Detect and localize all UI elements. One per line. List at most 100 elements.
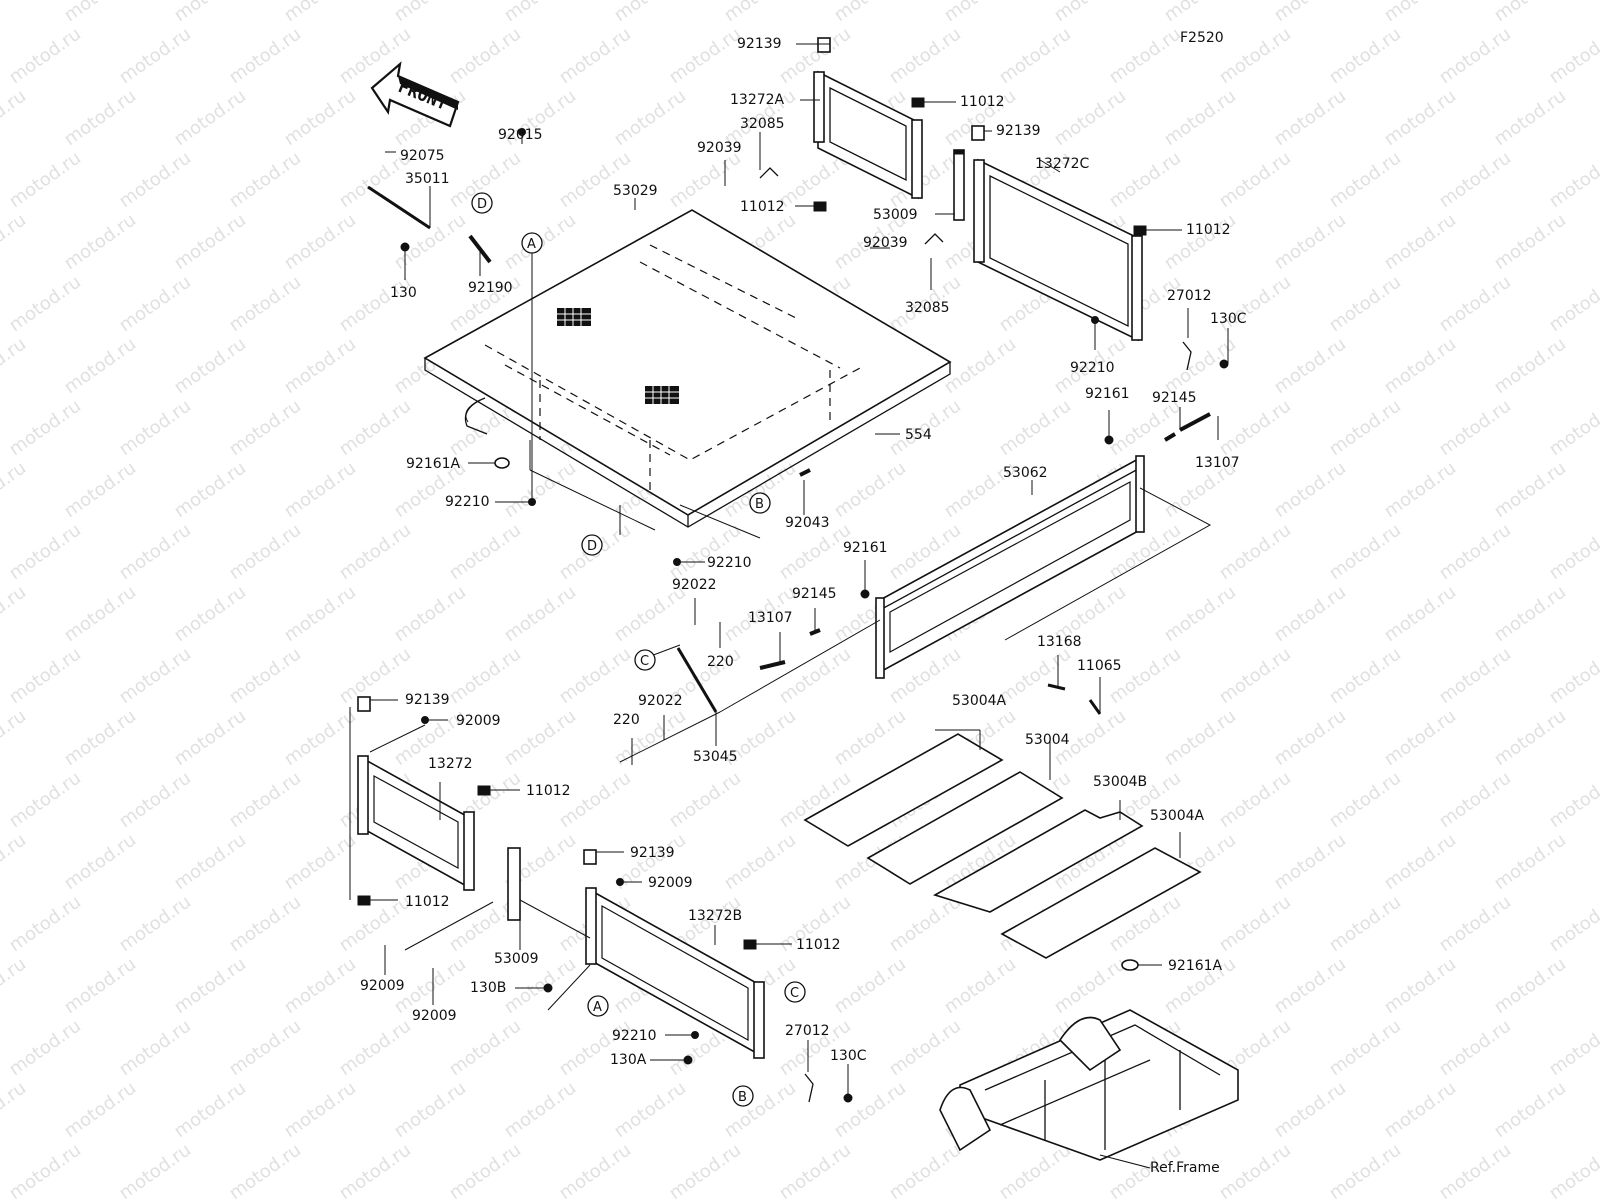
watermark-text: motod.ru: [60, 706, 140, 771]
watermark-text: motod.ru: [940, 334, 1020, 399]
watermark-text: motod.ru: [60, 582, 140, 647]
part-label: 11012: [405, 894, 450, 910]
watermark-text: motod.ru: [115, 24, 195, 89]
watermark-text: motod.ru: [1380, 86, 1460, 151]
watermark-text: motod.ru: [1325, 24, 1405, 89]
side-frame-13272: [357, 755, 475, 891]
watermark-text: motod.ru: [1050, 954, 1130, 1019]
part-label: 130C: [830, 1048, 867, 1064]
watermark-text: motod.ru: [280, 86, 360, 151]
watermark-text: motod.ru: [5, 892, 85, 957]
part-label: 92009: [412, 1008, 457, 1024]
part-label: 11012: [526, 783, 571, 799]
watermark-text: motod.ru: [665, 24, 745, 89]
watermark-text: motod.ru: [0, 210, 30, 275]
watermark-text: motod.ru: [225, 520, 305, 585]
part-label: 53045: [693, 749, 738, 765]
figure-code: F2520: [1180, 30, 1224, 46]
part-label: 32085: [905, 300, 950, 316]
watermark-text: motod.ru: [280, 1078, 360, 1143]
watermark-text: motod.ru: [1270, 0, 1350, 26]
watermark-text: motod.ru: [1325, 1016, 1405, 1081]
watermark-text: motod.ru: [1270, 210, 1350, 275]
watermark-text: motod.ru: [1050, 0, 1130, 26]
watermark-text: motod.ru: [170, 1078, 250, 1143]
watermark-text: motod.ru: [335, 272, 415, 337]
part-label: 130: [390, 285, 417, 301]
part-label: 92139: [737, 36, 782, 52]
watermark-text: motod.ru: [1215, 520, 1295, 585]
ref-frame: [939, 1009, 1239, 1169]
part-label: 53009: [494, 951, 539, 967]
part-label: 53004A: [952, 693, 1007, 709]
watermark-text: motod.ru: [170, 954, 250, 1019]
watermark-text: motod.ru: [1270, 1078, 1350, 1143]
part-label: 130C: [1210, 311, 1247, 327]
part-labels: 92139 13272A 11012 32085 92039 11012 921…: [360, 36, 1247, 1176]
watermark-text: motod.ru: [995, 396, 1075, 461]
watermark-text: motod.ru: [115, 1140, 195, 1200]
watermark-text: motod.ru: [1380, 0, 1460, 26]
watermark-text: motod.ru: [1490, 334, 1570, 399]
watermark-text: motod.ru: [170, 210, 250, 275]
watermark-text: motod.ru: [1435, 396, 1515, 461]
part-label: 130B: [470, 980, 506, 996]
watermark-text: motod.ru: [1105, 24, 1185, 89]
watermark-text: motod.ru: [885, 24, 965, 89]
watermark-text: motod.ru: [0, 86, 30, 151]
watermark-text: motod.ru: [60, 830, 140, 895]
watermark-text: motod.ru: [830, 706, 910, 771]
bracket-53009: [507, 149, 965, 921]
watermark-text: motod.ru: [170, 582, 250, 647]
watermark-text: motod.ru: [1545, 768, 1600, 833]
part-label: 35011: [405, 171, 450, 187]
watermark-text: motod.ru: [1325, 768, 1405, 833]
watermark-text: motod.ru: [445, 644, 525, 709]
watermark-text: motod.ru: [60, 954, 140, 1019]
watermark-text: motod.ru: [665, 520, 745, 585]
watermark-text: motod.ru: [940, 954, 1020, 1019]
ref-circle-c-mid: C: [634, 649, 656, 671]
watermark-text: motod.ru: [225, 1016, 305, 1081]
watermark-text: motod.ru: [225, 768, 305, 833]
watermark-text: motod.ru: [335, 396, 415, 461]
part-label: 27012: [785, 1023, 830, 1039]
watermark-text: motod.ru: [940, 0, 1020, 26]
svg-text:A: A: [527, 237, 536, 252]
watermark-text: motod.ru: [445, 24, 525, 89]
watermark-text: motod.ru: [280, 458, 360, 523]
watermark-text: motod.ru: [0, 0, 30, 26]
watermark-text: motod.ru: [500, 0, 580, 26]
watermark-text: motod.ru: [720, 1078, 800, 1143]
part-label: 92015: [498, 127, 543, 143]
watermark-text: motod.ru: [0, 1078, 30, 1143]
watermark-text: motod.ru: [1490, 706, 1570, 771]
part-label: 92210: [707, 555, 752, 571]
watermark-text: motod.ru: [1160, 706, 1240, 771]
watermark-text: motod.ru: [60, 0, 140, 26]
watermark-text: motod.ru: [1435, 24, 1515, 89]
part-label: 92210: [1070, 360, 1115, 376]
watermark-text: motod.ru: [0, 830, 30, 895]
watermark-text: motod.ru: [720, 830, 800, 895]
watermark-text: motod.ru: [115, 768, 195, 833]
watermark-text: motod.ru: [1435, 520, 1515, 585]
watermark-text: motod.ru: [995, 24, 1075, 89]
watermark-text: motod.ru: [1105, 644, 1185, 709]
side-frame-13272B: [585, 887, 765, 1059]
watermark-text: motod.ru: [610, 1078, 690, 1143]
watermark-text: motod.ru: [445, 1140, 525, 1200]
watermark-text: motod.ru: [225, 272, 305, 337]
watermark-text: motod.ru: [1435, 1140, 1515, 1200]
part-label: 220: [613, 712, 640, 728]
part-label: 130A: [610, 1052, 647, 1068]
watermark-text: motod.ru: [1105, 148, 1185, 213]
watermark-text: motod.ru: [1270, 458, 1350, 523]
small-parts: [357, 37, 1229, 1103]
watermark-text: motod.ru: [280, 830, 360, 895]
watermark-text: motod.ru: [1270, 334, 1350, 399]
part-label: 13107: [748, 610, 793, 626]
part-label: 11012: [1186, 222, 1231, 238]
part-label: 92161: [843, 540, 888, 556]
watermark-text: motod.ru: [665, 1140, 745, 1200]
